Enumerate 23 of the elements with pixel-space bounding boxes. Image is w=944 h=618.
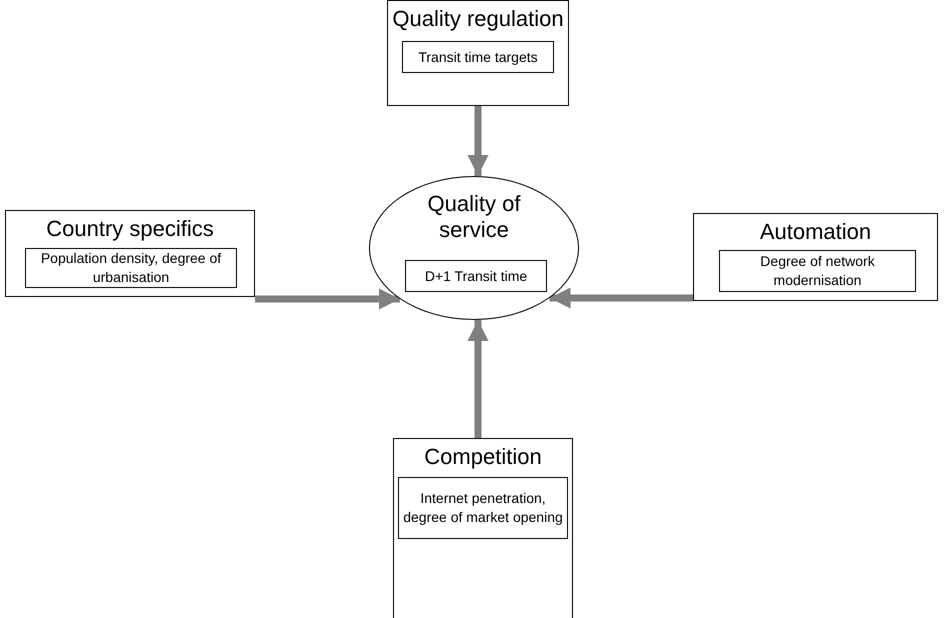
node-title: Automation <box>760 219 872 245</box>
arrow <box>468 320 488 438</box>
node-text: D+1 Transit time <box>424 266 528 286</box>
sub-box <box>398 477 568 539</box>
node-text: Transit time targets <box>418 48 538 66</box>
sub-box <box>25 248 237 288</box>
node-title: Country specifics <box>46 216 214 242</box>
node-text: Degree of network modernisation <box>759 252 876 290</box>
arrow <box>550 288 693 308</box>
arrow <box>255 288 400 310</box>
node-text: Internet penetration, degree of market opening <box>403 489 563 527</box>
node-title: Competition <box>424 444 542 470</box>
arrow <box>468 106 488 176</box>
factor-box <box>5 210 255 297</box>
sub-box <box>405 260 547 292</box>
factor-box <box>693 213 938 301</box>
node-title: Quality of service <box>426 191 522 243</box>
node-text: Population density, degree of urbanisation <box>40 249 222 287</box>
node-title: Quality regulation <box>392 6 564 32</box>
factor-box <box>393 438 573 618</box>
sub-box <box>402 41 554 73</box>
factor-box <box>387 0 569 106</box>
sub-box <box>719 250 916 292</box>
